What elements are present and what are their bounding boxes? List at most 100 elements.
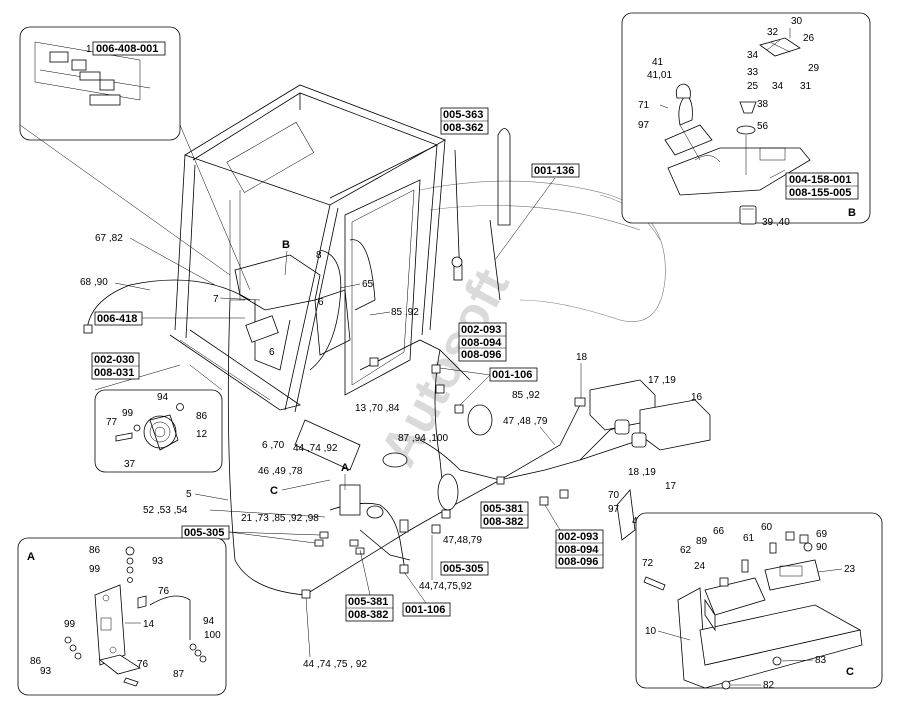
label-65: 65 [362, 279, 374, 290]
inset-b: B 30 32 26 34 33 25 29 34 31 41 41, [621, 12, 871, 228]
inset-a: A 86 93 99 76 14 99 94 100 86 93 76 87 [17, 537, 227, 696]
c-label-89: 89 [696, 536, 708, 547]
label-77: 77 [106, 417, 118, 428]
label-70: 70 [608, 490, 620, 501]
ref-code-002-093a: 002-093 [461, 324, 501, 336]
a-label-100: 100 [204, 630, 221, 641]
inset-a-label: A [27, 551, 35, 563]
c-label-83: 83 [815, 655, 827, 666]
label-41-01: 41,01 [647, 70, 672, 81]
c-label-24: 24 [694, 561, 706, 572]
inset-b-label: B [848, 207, 856, 219]
c-label-72: 72 [642, 558, 654, 569]
ref-code-008-096b: 008-096 [558, 556, 598, 568]
a-label-93: 93 [152, 556, 164, 567]
label-44-74-75-92a: 44,74,75,92 [419, 581, 472, 592]
label-13-70-84: 13 ,70 ,84 [355, 403, 400, 414]
label-34b: 34 [772, 81, 784, 92]
label-30: 30 [791, 16, 803, 27]
ref-code-001-106b: 001-106 [405, 604, 445, 616]
inset-c: C 66 60 69 61 90 72 62 89 24 23 10 83 [635, 512, 883, 691]
label-6b: 6 [269, 347, 275, 358]
label-8: 8 [316, 250, 322, 261]
a-label-76a: 76 [158, 586, 170, 597]
label-56: 56 [757, 121, 769, 132]
ref-code-005-381a: 005-381 [483, 503, 523, 515]
label-7: 7 [213, 294, 219, 305]
ref-code-008-094a: 008-094 [461, 337, 502, 349]
ref-code-001-136: 001-136 [534, 165, 574, 177]
label-25: 25 [747, 81, 759, 92]
inset-c-label: C [846, 666, 854, 678]
ref-code-008-096a: 008-096 [461, 349, 501, 361]
label-67-82: 67 ,82 [95, 233, 123, 244]
label-21-73: 21 ,73 ,85 ,92 ,98 [241, 513, 319, 524]
label-12: 12 [196, 429, 208, 440]
cab-assembly-drawing [83, 84, 711, 599]
ref-code-008-031: 008-031 [94, 367, 134, 379]
ref-code-008-382b: 008-382 [348, 609, 388, 621]
label-94: 94 [157, 392, 169, 403]
horn-inset: 99 94 86 77 12 37 [94, 364, 223, 473]
callout-006-408-001: 1 006-408-001 [86, 41, 166, 56]
c-label-82: 82 [763, 680, 775, 691]
label-26: 26 [803, 33, 815, 44]
label-5: 5 [186, 489, 192, 500]
label-39-40: 39 ,40 [762, 217, 790, 228]
ref-code-002-093b: 002-093 [558, 531, 598, 543]
label-99: 99 [122, 408, 134, 419]
section-markers: B A C [270, 239, 349, 497]
ref-code-boxes: 005-363 008-362 001-136 006-418 002-030 … [91, 107, 604, 622]
label-87-94-100: 87 ,94 ,100 [398, 433, 448, 444]
ref-code-004-158-001: 004-158-001 [789, 174, 851, 186]
ref-code-008-155-005: 008-155-005 [789, 187, 851, 199]
a-label-99b: 99 [64, 619, 76, 630]
label-46-49-78: 46 ,49 ,78 [258, 466, 303, 477]
c-label-61: 61 [743, 533, 755, 544]
c-label-62: 62 [680, 545, 692, 556]
ref-code-006-408-001: 006-408-001 [96, 43, 158, 55]
c-label-69: 69 [816, 529, 828, 540]
label-85-92b: 85 ,92 [512, 390, 540, 401]
label-68-90: 68 ,90 [80, 277, 108, 288]
ref-code-005-363: 005-363 [443, 109, 483, 121]
label-44-74-75-92b: 44 ,74 ,75 , 92 [303, 659, 367, 670]
main-labels: 67 ,82 68 ,90 7 8 65 6 6 85 ,92 13 ,70 ,… [80, 233, 703, 670]
a-label-99: 99 [89, 564, 101, 575]
a-label-14: 14 [143, 619, 155, 630]
section-marker-a: A [341, 462, 349, 474]
label-17: 17 [665, 481, 677, 492]
label-16: 16 [691, 392, 703, 403]
ref-code-001-106a: 001-106 [492, 369, 532, 381]
label-32: 32 [767, 27, 779, 38]
c-label-66: 66 [713, 526, 725, 537]
label-33: 33 [747, 67, 759, 78]
label-44-74-92: 44 ,74 ,92 [293, 443, 338, 454]
label-47-48-79a: 47 ,48 ,79 [503, 416, 548, 427]
label-86: 86 [196, 411, 208, 422]
ref-code-008-094b: 008-094 [558, 544, 599, 556]
label-52-53-54: 52 ,53 ,54 [143, 505, 188, 516]
label-47-48-79b: 47,48,79 [443, 535, 482, 546]
ref-code-005-381b: 005-381 [348, 596, 388, 608]
label-18: 18 [576, 352, 588, 363]
c-label-10: 10 [645, 626, 657, 637]
ref-code-006-418: 006-418 [97, 313, 137, 325]
section-marker-c: C [270, 485, 278, 497]
label-6a: 6 [318, 297, 324, 308]
label-71: 71 [638, 100, 650, 111]
label-6-70: 6 ,70 [262, 440, 285, 451]
label-29: 29 [808, 63, 820, 74]
ref-code-005-305b: 005-305 [443, 563, 483, 575]
label-37: 37 [124, 459, 136, 470]
panel-inset-top-left [19, 26, 251, 291]
a-label-94: 94 [203, 616, 215, 627]
a-label-86: 86 [89, 545, 101, 556]
label-97: 97 [608, 504, 620, 515]
ref-code-002-030: 002-030 [94, 354, 134, 366]
a-label-87: 87 [173, 669, 185, 680]
ref-code-008-362: 008-362 [443, 122, 483, 134]
label-38: 38 [757, 99, 769, 110]
label-31: 31 [800, 81, 812, 92]
